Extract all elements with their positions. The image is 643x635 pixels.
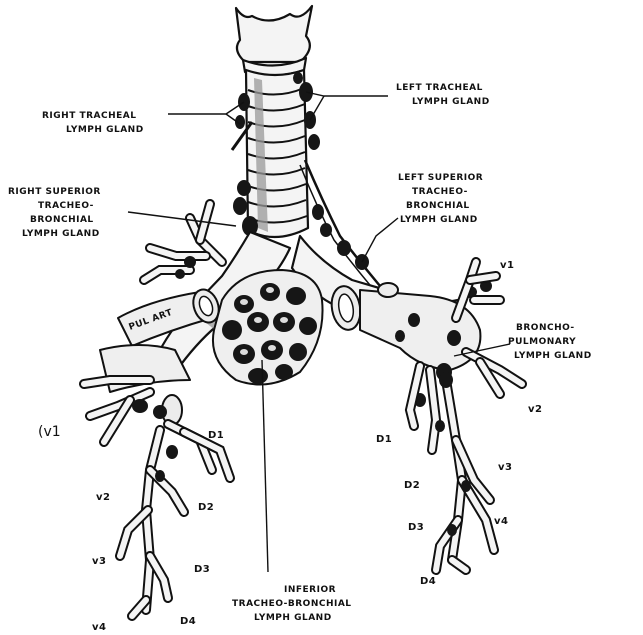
label-left-v3: v3	[498, 462, 512, 473]
label-left-d4: D4	[420, 576, 436, 587]
right-bronchial-tree	[84, 204, 230, 616]
svg-text:BRONCHIAL: BRONCHIAL	[30, 215, 94, 225]
svg-text:TRACHEO-: TRACHEO-	[38, 201, 94, 211]
label-right-v3: v3	[92, 556, 106, 567]
label-left-d1: D1	[376, 434, 392, 445]
label-right-v1: (v1	[38, 424, 61, 440]
label-left-d3: D3	[408, 522, 424, 533]
svg-text:RIGHT TRACHEAL: RIGHT TRACHEAL	[42, 111, 137, 121]
svg-text:LYMPH GLAND: LYMPH GLAND	[66, 125, 144, 135]
svg-text:LYMPH GLAND: LYMPH GLAND	[254, 613, 332, 623]
label-right-d2: D2	[198, 502, 214, 513]
label-left-v1: v1	[500, 260, 514, 271]
svg-text:TRACHEO-BRONCHIAL: TRACHEO-BRONCHIAL	[232, 599, 352, 609]
label-right-v2: v2	[96, 492, 110, 503]
label-broncho-pulmonary: BRONCHO- PULMONARY LYMPH GLAND	[508, 323, 592, 361]
label-right-superior: RIGHT SUPERIOR TRACHEO- BRONCHIAL LYMPH …	[8, 187, 101, 239]
label-left-superior: LEFT SUPERIOR TRACHEO- BRONCHIAL LYMPH G…	[398, 173, 483, 225]
label-left-v4: v4	[494, 516, 508, 527]
svg-text:LYMPH GLAND: LYMPH GLAND	[400, 215, 478, 225]
label-right-d4: D4	[180, 616, 196, 627]
label-inferior: INFERIOR TRACHEO-BRONCHIAL LYMPH GLAND	[232, 585, 352, 623]
label-right-d3: D3	[194, 564, 210, 575]
svg-text:PULMONARY: PULMONARY	[508, 337, 576, 347]
svg-text:LEFT TRACHEAL: LEFT TRACHEAL	[396, 83, 483, 93]
svg-text:TRACHEO-: TRACHEO-	[412, 187, 468, 197]
label-right-v4: v4	[92, 622, 106, 633]
label-right-tracheal: RIGHT TRACHEAL LYMPH GLAND	[42, 111, 144, 135]
svg-text:RIGHT SUPERIOR: RIGHT SUPERIOR	[8, 187, 101, 197]
svg-text:BRONCHO-: BRONCHO-	[516, 323, 575, 333]
svg-text:LYMPH GLAND: LYMPH GLAND	[22, 229, 100, 239]
label-left-tracheal: LEFT TRACHEAL LYMPH GLAND	[396, 83, 490, 107]
svg-text:INFERIOR: INFERIOR	[284, 585, 336, 595]
svg-text:BRONCHIAL: BRONCHIAL	[406, 201, 470, 211]
label-left-v2: v2	[528, 404, 542, 415]
svg-text:LYMPH GLAND: LYMPH GLAND	[514, 351, 592, 361]
svg-text:LYMPH GLAND: LYMPH GLAND	[412, 97, 490, 107]
label-right-d1: D1	[208, 430, 224, 441]
svg-text:LEFT SUPERIOR: LEFT SUPERIOR	[398, 173, 483, 183]
label-left-d2: D2	[404, 480, 420, 491]
